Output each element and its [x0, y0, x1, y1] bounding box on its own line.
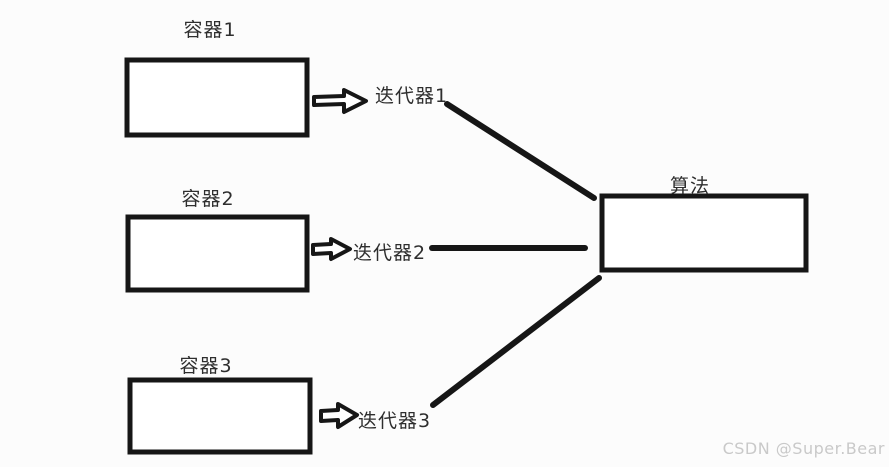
iterator2-label: 迭代器2 — [353, 242, 427, 264]
algorithm-label: 算法 — [669, 175, 710, 197]
algorithm-box — [599, 193, 809, 273]
connector-line-iterator1-algorithm — [444, 101, 597, 201]
iterator3-label: 迭代器3 — [358, 410, 432, 432]
right-arrow-icon-3 — [319, 402, 359, 429]
container2-label: 容器2 — [181, 188, 235, 210]
container2-box — [125, 214, 310, 293]
right-arrow-icon-1 — [312, 88, 368, 114]
iterator1-label: 迭代器1 — [375, 85, 449, 107]
csdn-watermark: CSDN @Super.Bear — [722, 439, 885, 458]
container1-label: 容器1 — [183, 19, 237, 41]
container3-box — [127, 377, 313, 455]
right-arrow-icon-2 — [311, 237, 352, 261]
container1-box — [124, 57, 310, 138]
container3-label: 容器3 — [179, 355, 233, 377]
connector-line-iterator3-algorithm — [430, 275, 602, 408]
